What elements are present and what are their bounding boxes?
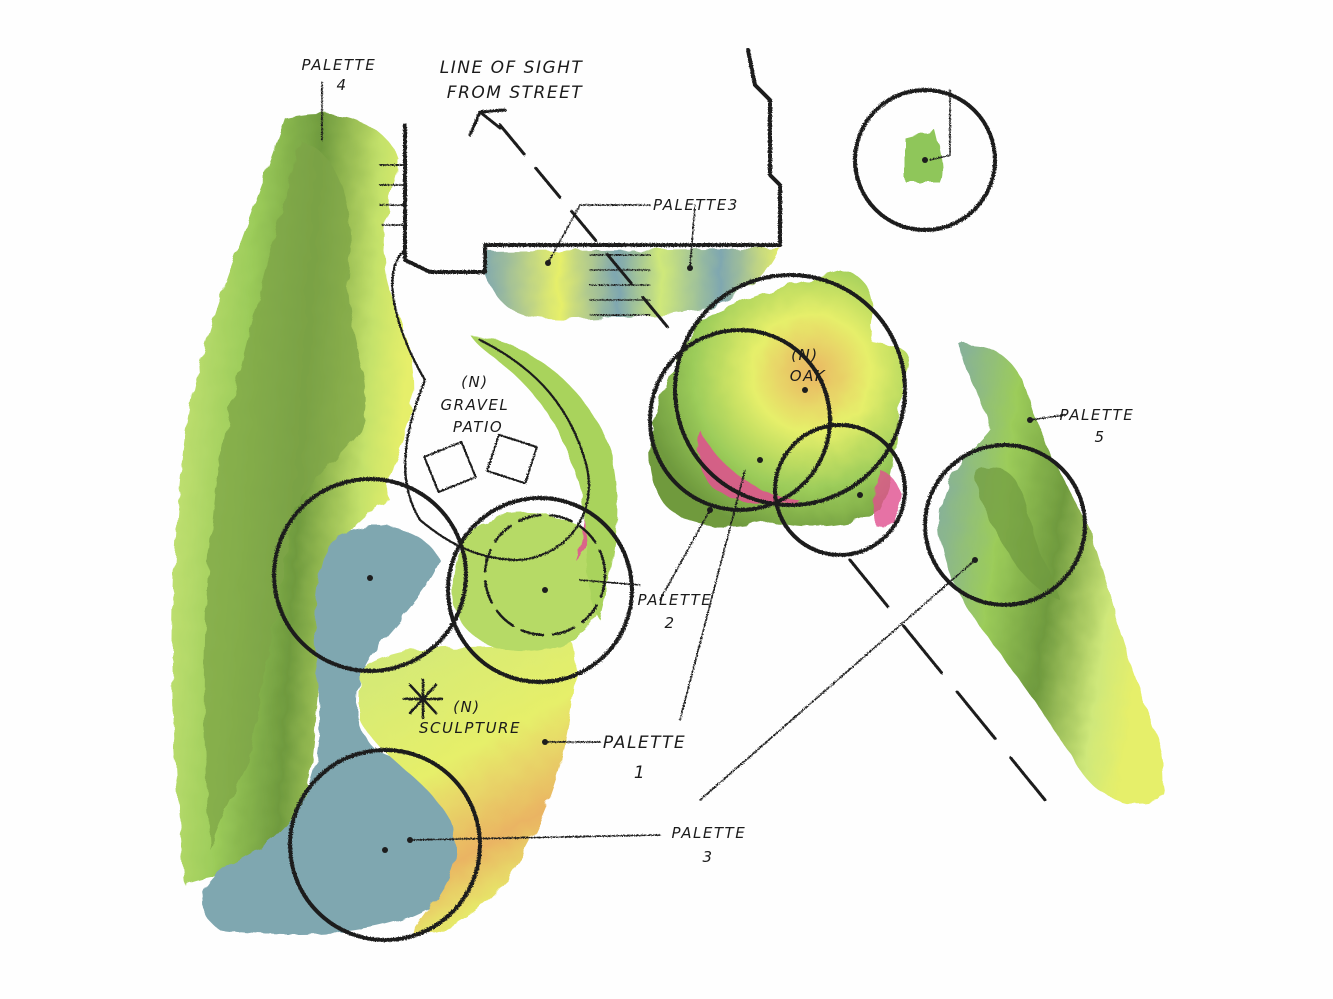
small-tree-bed: [905, 130, 943, 182]
canopy-oak-top: [673, 273, 907, 507]
label-sculpture: (N) SCULPTURE: [419, 698, 521, 737]
label-palette-3-top: PALETTE3: [653, 196, 739, 214]
canopy-right: [923, 443, 1087, 607]
gravel-patio-outline: [391, 248, 590, 562]
sight-arrow-icon: [468, 108, 507, 137]
patio-edge-bed: [470, 335, 618, 620]
canopy-oak-right: [773, 423, 907, 557]
label-oak: (N) OAK: [790, 346, 826, 385]
line-of-sight-dashed-2: [848, 558, 1047, 802]
canopy-central-dashed: [483, 513, 607, 637]
label-gravel-patio: (N) GRAVEL PATIO: [441, 373, 516, 436]
palette-3-lower-bed: [202, 526, 460, 935]
palette-2-bed: [452, 512, 608, 652]
palette-5-band: [975, 466, 1060, 600]
canopy-left-upper: [272, 477, 468, 673]
tree-canopies: [272, 88, 1087, 942]
accent-strip-oak: [698, 430, 800, 506]
canopy-lower-left: [288, 748, 482, 942]
label-palette-5: PALETTE 5: [1060, 406, 1141, 446]
labels: PALETTE 4 LINE OF SIGHT FROM STREET PALE…: [302, 56, 1141, 866]
building-outline: [403, 48, 782, 274]
label-palette-2: PALETTE 2: [638, 591, 719, 632]
tree-center-dots: [367, 157, 1033, 853]
label-palette-4: PALETTE 4: [302, 56, 383, 94]
planting-masses: [172, 114, 1164, 935]
canopy-palette-2: [446, 496, 634, 684]
leader-lines: [321, 81, 1066, 841]
label-line-of-sight: LINE OF SIGHT FROM STREET: [440, 58, 590, 103]
label-palette-1: PALETTE 1: [603, 733, 693, 783]
ink-linework: [272, 48, 1087, 942]
steps-top-left: [379, 164, 406, 226]
patio-chairs: [423, 433, 538, 494]
sculpture-icon: [402, 678, 444, 720]
canopy-oak-center: [648, 328, 832, 512]
palette-4-band: [204, 140, 366, 850]
palette-1-bed: [360, 637, 576, 935]
canopy-small-tree: [853, 88, 997, 232]
palette-5-bed: [939, 344, 1164, 804]
line-of-sight-dashed: [498, 123, 672, 332]
label-palette-3-bottom: PALETTE 3: [672, 824, 753, 866]
accent-strip-oak-right: [873, 470, 901, 530]
